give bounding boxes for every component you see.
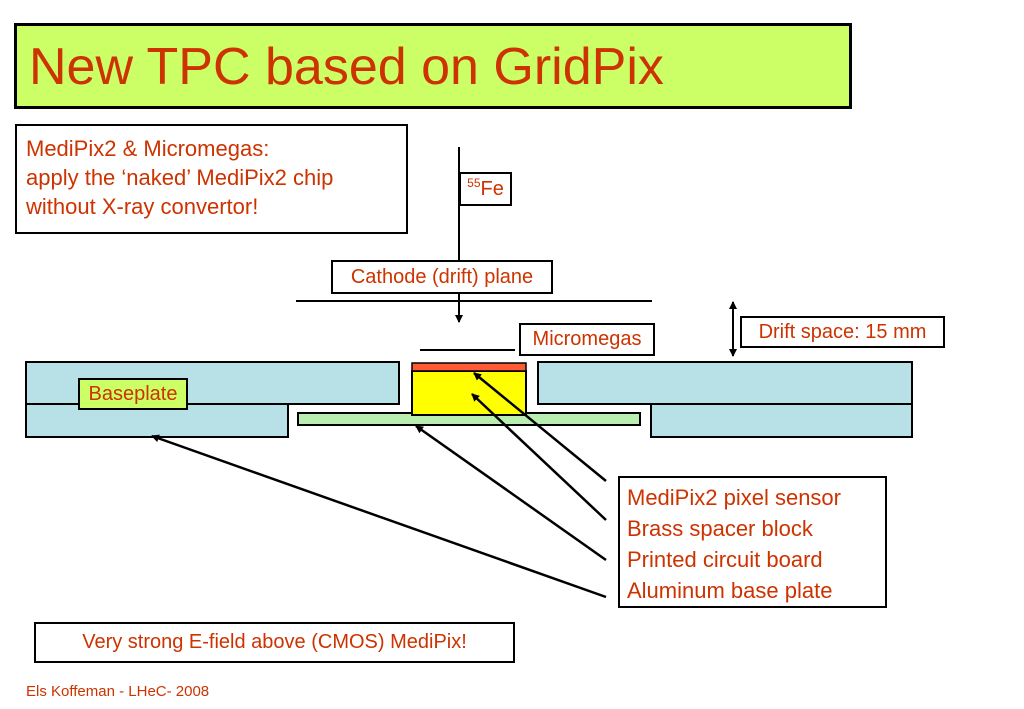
brass-spacer-block [411,370,527,416]
pointer-pcb-arrow [415,424,607,562]
base-plate-right-lower [650,403,913,438]
isotope-element: Fe [480,178,504,200]
drift-space-label: Drift space: 15 mm [740,316,945,348]
intro-note: MediPix2 & Micromegas: apply the ‘naked’… [15,124,408,234]
page-title: New TPC based on GridPix [29,38,664,96]
base-plate-right-upper [537,361,913,405]
baseplate-label: Baseplate [78,378,188,410]
micromegas-label: Micromegas [519,323,655,356]
part-aluminum-plate: Aluminum base plate [627,578,833,603]
medipix-sensor [411,362,527,372]
footer-credit: Els Koffeman - LHeC- 2008 [26,683,210,700]
intro-line-3: without X-ray convertor! [26,194,259,219]
efield-note: Very strong E-field above (CMOS) MediPix… [34,622,515,663]
part-brass-spacer: Brass spacer block [627,516,813,541]
part-pcb: Printed circuit board [627,547,823,572]
parts-legend: MediPix2 pixel sensor Brass spacer block… [618,476,887,608]
cathode-label: Cathode (drift) plane [331,260,553,294]
title-banner: New TPC based on GridPix [14,23,852,109]
source-label: 55Fe [459,172,512,206]
isotope-mass-number: 55 [467,176,481,190]
pointer-baseplate-arrow [151,434,607,599]
pointer-spacer-arrow [471,393,607,521]
part-medipix-sensor: MediPix2 pixel sensor [627,485,841,510]
intro-line-1: MediPix2 & Micromegas: [26,136,270,161]
pointer-sensor-arrow [473,372,607,482]
intro-line-2: apply the ‘naked’ MediPix2 chip [26,165,334,190]
